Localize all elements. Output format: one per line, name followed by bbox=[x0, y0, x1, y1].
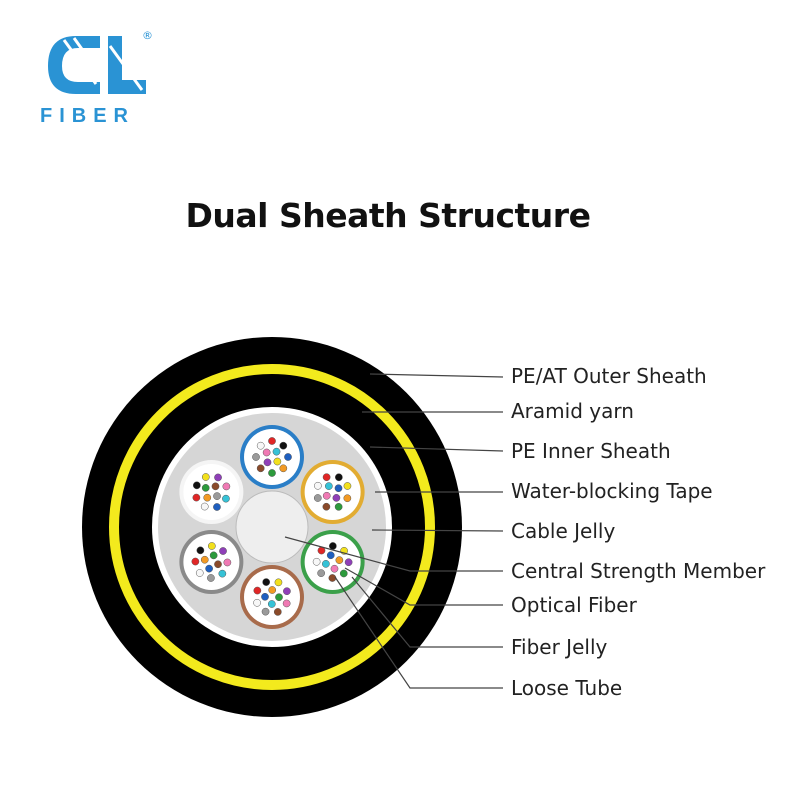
optical-fiber bbox=[261, 607, 270, 616]
optical-fiber bbox=[334, 484, 343, 493]
optical-fiber bbox=[222, 494, 230, 503]
optical-fiber bbox=[213, 492, 221, 500]
leader-line bbox=[369, 373, 504, 378]
optical-fiber bbox=[274, 578, 283, 587]
optical-fiber bbox=[272, 447, 281, 456]
optical-fiber bbox=[222, 482, 231, 491]
optical-fiber bbox=[253, 598, 261, 607]
central-strength-member bbox=[235, 490, 309, 564]
leader-line bbox=[369, 446, 504, 452]
optical-fiber bbox=[207, 574, 215, 582]
optical-fiber bbox=[344, 558, 353, 567]
leader-line bbox=[334, 576, 503, 689]
optical-fiber bbox=[196, 546, 205, 555]
label-optical-fiber: Optical Fiber bbox=[511, 593, 637, 617]
optical-fiber bbox=[253, 586, 262, 595]
optical-fiber bbox=[343, 482, 352, 490]
brand-logo-mark: ® bbox=[48, 29, 153, 94]
optical-fiber bbox=[335, 556, 344, 564]
optical-fiber bbox=[282, 599, 291, 608]
optical-fiber bbox=[213, 503, 221, 511]
optical-fiber bbox=[283, 587, 291, 596]
label-cable-jelly: Cable Jelly bbox=[511, 519, 616, 543]
optical-fiber bbox=[326, 551, 335, 560]
optical-fiber bbox=[273, 457, 282, 466]
label-loose-tube: Loose Tube bbox=[511, 676, 623, 700]
optical-fiber bbox=[195, 569, 204, 577]
optical-fiber bbox=[273, 608, 282, 616]
brand-logo: ® FIBER bbox=[38, 26, 154, 130]
optical-fiber bbox=[207, 542, 216, 550]
optical-fiber bbox=[214, 473, 222, 482]
optical-fiber bbox=[343, 494, 352, 503]
optical-fiber bbox=[279, 464, 288, 473]
optical-fiber bbox=[201, 473, 210, 481]
optical-fiber bbox=[312, 557, 321, 566]
optical-fiber bbox=[256, 441, 265, 450]
label-inner-sheath: PE Inner Sheath bbox=[511, 439, 671, 463]
aramid-yarn-ring bbox=[109, 364, 435, 690]
optical-fiber bbox=[317, 569, 325, 577]
leader-line bbox=[371, 529, 504, 532]
fiber-jelly bbox=[304, 464, 361, 520]
optical-fiber bbox=[192, 493, 201, 502]
label-central-strength-member: Central Strength Member bbox=[511, 559, 766, 583]
optical-fiber bbox=[332, 494, 341, 502]
optical-fiber bbox=[322, 502, 331, 511]
optical-fiber bbox=[192, 481, 201, 490]
optical-fiber bbox=[262, 448, 271, 457]
optical-fiber bbox=[314, 481, 322, 490]
optical-fiber bbox=[256, 464, 265, 473]
optical-fiber bbox=[191, 557, 200, 566]
leader-line bbox=[344, 567, 503, 606]
optical-fiber bbox=[209, 551, 218, 560]
optical-fiber bbox=[328, 574, 337, 582]
optical-fiber bbox=[335, 473, 343, 482]
optical-fiber bbox=[279, 441, 288, 450]
optical-fiber bbox=[211, 482, 220, 491]
optical-fiber bbox=[324, 482, 333, 490]
optical-fiber bbox=[203, 493, 212, 502]
fiber-jelly bbox=[244, 569, 300, 625]
optical-fiber bbox=[339, 569, 348, 578]
diagram-title: Dual Sheath Structure bbox=[185, 196, 591, 235]
optical-fiber bbox=[329, 542, 337, 550]
optical-fiber bbox=[200, 555, 209, 564]
optical-fiber bbox=[322, 491, 331, 500]
label-water-blocking-tape: Water-blocking Tape bbox=[511, 479, 713, 503]
optical-fiber bbox=[267, 600, 276, 608]
brand-name: FIBER bbox=[40, 105, 135, 127]
optical-fiber bbox=[313, 494, 322, 502]
label-fiber-jelly: Fiber Jelly bbox=[511, 635, 608, 659]
optical-fiber bbox=[330, 564, 339, 573]
optical-fiber bbox=[252, 453, 260, 461]
optical-fiber bbox=[268, 586, 277, 594]
optical-fiber bbox=[218, 569, 227, 578]
registered-mark: ® bbox=[142, 29, 153, 42]
label-outer-sheath: PE/AT Outer Sheath bbox=[511, 364, 707, 388]
optical-fiber bbox=[268, 437, 276, 445]
optical-fiber bbox=[223, 558, 232, 567]
optical-fiber bbox=[334, 502, 343, 511]
optical-fiber bbox=[268, 469, 276, 477]
label-aramid-yarn: Aramid yarn bbox=[511, 399, 634, 423]
optical-fiber bbox=[284, 453, 292, 461]
optical-fiber bbox=[261, 592, 269, 601]
optical-fiber bbox=[205, 564, 213, 573]
optical-fiber bbox=[322, 560, 330, 568]
optical-fiber bbox=[322, 473, 331, 482]
optical-fiber bbox=[219, 547, 227, 555]
optical-fiber bbox=[263, 458, 272, 467]
optical-fiber bbox=[201, 484, 210, 492]
optical-fiber bbox=[214, 560, 222, 569]
optical-fiber bbox=[275, 593, 283, 602]
fiber-jelly bbox=[183, 464, 240, 520]
leader-line bbox=[284, 536, 503, 572]
optical-fiber bbox=[262, 578, 271, 586]
leader-line bbox=[351, 576, 503, 648]
optical-fiber bbox=[200, 502, 209, 511]
